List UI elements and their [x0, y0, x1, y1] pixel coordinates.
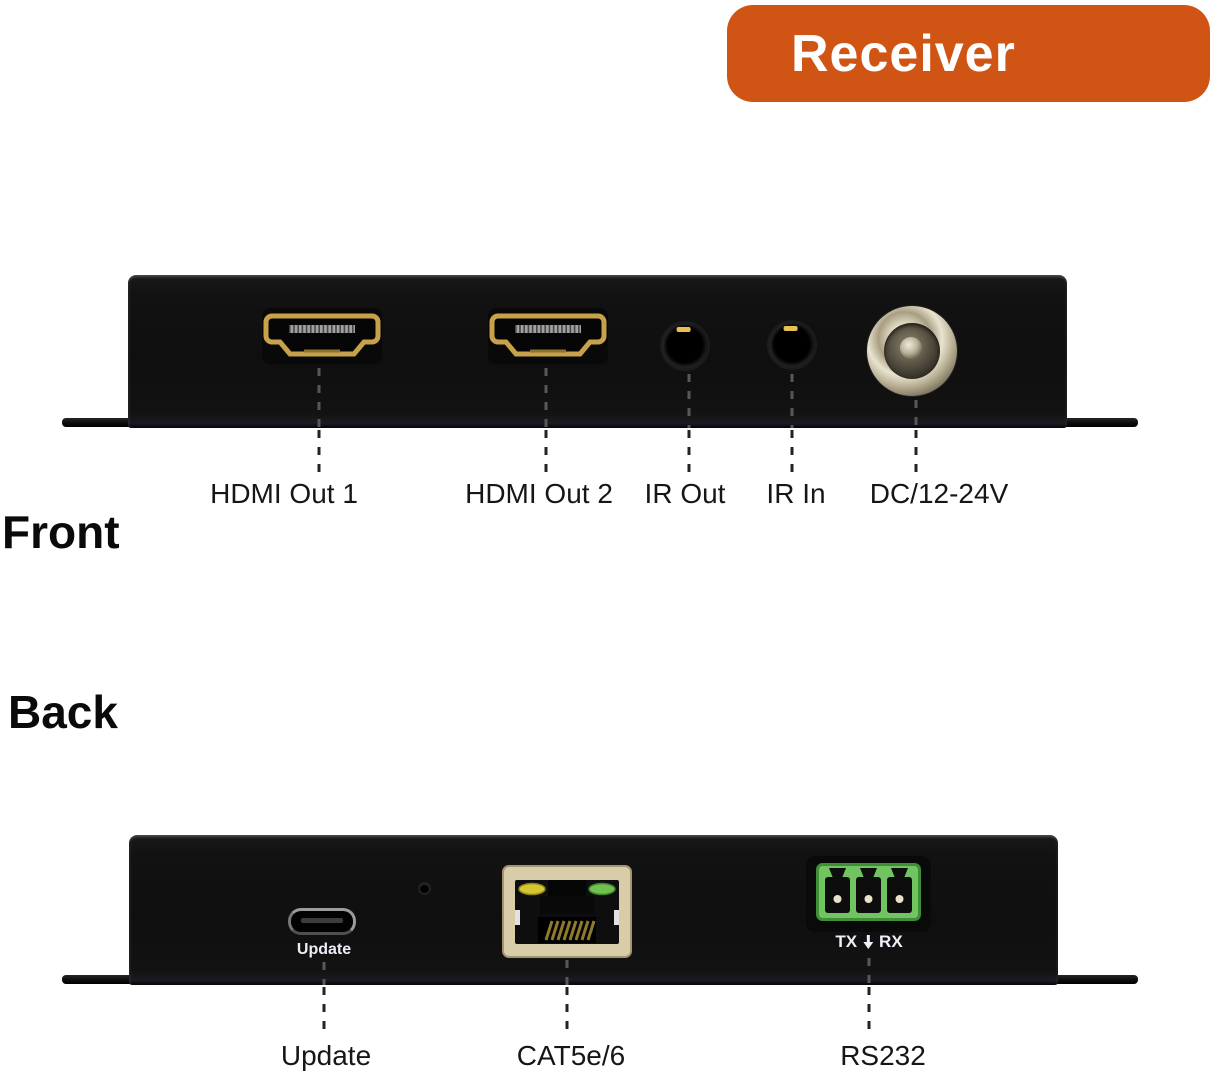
rj45-port-icon [502, 865, 632, 958]
micro-usb-icon [288, 908, 356, 935]
front-right-mount-flange [1061, 418, 1138, 427]
callout-line-rs232 [867, 987, 871, 1038]
usb-update-print: Update [296, 941, 352, 958]
port-label-dc-power: DC/12-24V [869, 478, 1009, 509]
callout-line-dc-power [914, 430, 918, 473]
jack-contact [676, 327, 691, 332]
hdmi-port-icon [262, 308, 382, 364]
callout-line-ir-out [687, 374, 691, 428]
port-label-ethernet: CAT5e/6 [516, 1040, 626, 1071]
callout-line-hdmi-out-2 [544, 368, 548, 428]
audio-jack-icon [769, 322, 815, 368]
port-label-hdmi-out-1: HDMI Out 1 [210, 478, 358, 509]
callout-line-ir-in [790, 374, 794, 428]
pinhole-icon [420, 884, 429, 893]
receiver-badge: Receiver [727, 5, 1210, 102]
callout-line-update [322, 987, 326, 1038]
back-heading: Back [8, 686, 118, 738]
port-label-rs232: RS232 [840, 1040, 926, 1071]
back-right-mount-flange [1052, 975, 1138, 984]
callout-line-ir-out [687, 430, 691, 473]
port-label-hdmi-out-2: HDMI Out 2 [465, 478, 613, 509]
callout-line-ethernet [565, 987, 569, 1038]
dc-jack-icon [867, 306, 957, 396]
front-left-mount-flange [62, 418, 134, 427]
tx-print: TX [835, 932, 858, 951]
ground-arrow-icon [863, 934, 874, 949]
callout-line-ir-in [790, 430, 794, 473]
port-label-update: Update [280, 1040, 372, 1071]
audio-jack-icon [662, 323, 708, 369]
port-label-ir-out: IR Out [644, 478, 726, 509]
callout-line-rs232 [867, 958, 871, 985]
dc-jack-barrel [884, 323, 940, 379]
callout-line-hdmi-out-1 [317, 368, 321, 428]
usb-tongue [301, 918, 343, 923]
callout-line-ethernet [565, 960, 569, 985]
hdmi-port-icon [488, 308, 608, 364]
callout-line-dc-power [914, 400, 918, 428]
callout-line-hdmi-out-1 [317, 430, 321, 473]
front-heading: Front [2, 506, 120, 558]
port-label-ir-in: IR In [766, 478, 826, 509]
rx-print: RX [879, 932, 903, 951]
receiver-badge-label: Receiver [791, 24, 1016, 83]
jack-contact [783, 326, 798, 331]
serial-pinout-print: TX RX [835, 932, 902, 952]
callout-line-update [322, 962, 326, 985]
callout-line-hdmi-out-2 [544, 430, 548, 473]
dc-jack-pin [900, 337, 922, 359]
terminal-block-icon [816, 863, 921, 921]
back-left-mount-flange [62, 975, 136, 984]
